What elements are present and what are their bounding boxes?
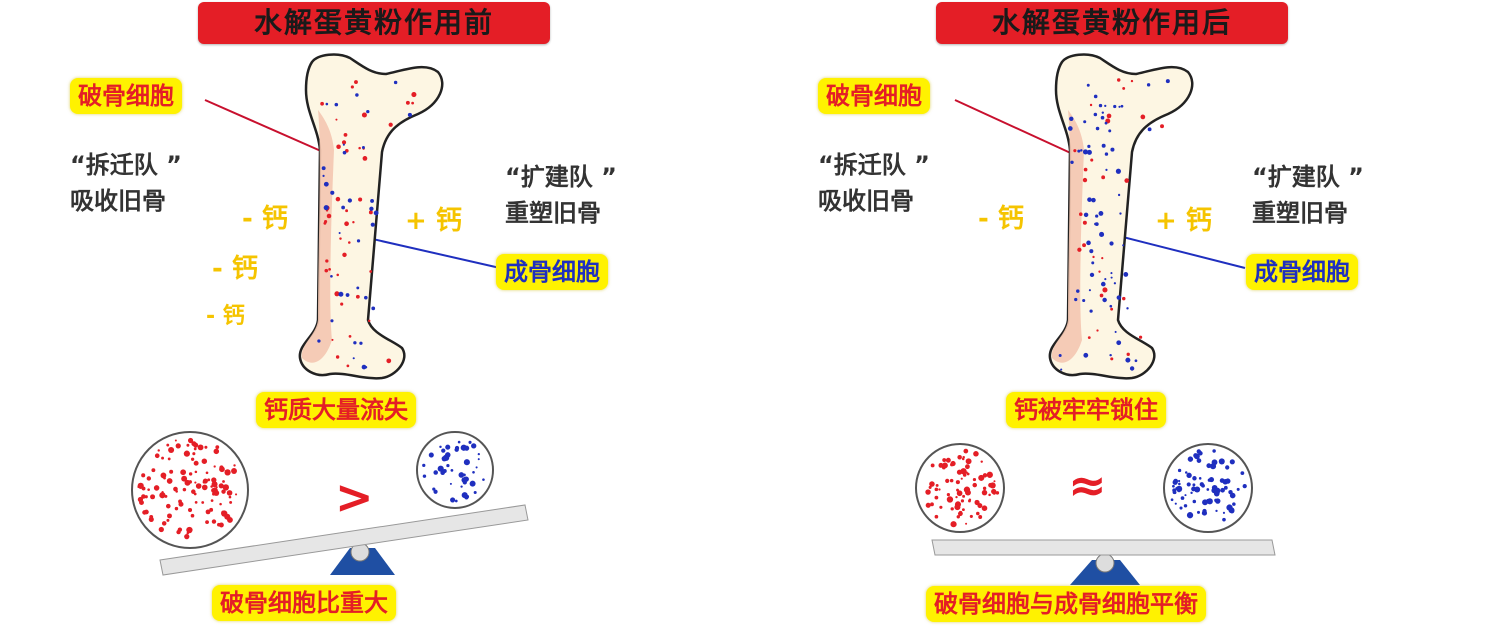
- osteoclast-label: 破骨细胞: [70, 78, 182, 114]
- demolition-quote: “拆迁队 ”: [70, 151, 182, 179]
- osteoclast-circle-icon: [915, 443, 1005, 533]
- osteoclast-dots: [925, 448, 1000, 528]
- osteoblast-label: 成骨细胞: [496, 254, 608, 290]
- panel-title: 水解蛋黄粉作用前: [198, 2, 550, 44]
- result-label: 钙被牢牢锁住: [1006, 392, 1166, 428]
- calcium-plus: + 钙: [405, 206, 462, 236]
- panel-title: 水解蛋黄粉作用后: [936, 2, 1288, 44]
- before-artwork: [131, 53, 529, 576]
- bone-cell-dots: [317, 80, 417, 370]
- osteoblast-leader-line: [1114, 234, 1246, 269]
- comparison-symbol: >: [335, 470, 374, 524]
- osteoblast-leader-line: [354, 234, 501, 269]
- osteoclast-dots: [137, 437, 238, 540]
- panel-after: 水解蛋黄粉作用后 破骨细胞 “拆迁队 ” 吸收旧骨 - 钙 + 钙 “扩建队 ”…: [750, 0, 1500, 638]
- calcium-minus-3: - 钙: [206, 304, 245, 329]
- osteoblast-circle-icon: [416, 431, 494, 509]
- builder-desc: 重塑旧骨: [505, 199, 601, 227]
- calcium-minus-1: - 钙: [978, 204, 1024, 234]
- balance-label: 破骨细胞与成骨细胞平衡: [926, 586, 1206, 622]
- builder-quote: “扩建队 ”: [505, 163, 617, 191]
- demolition-desc: 吸收旧骨: [70, 187, 166, 215]
- demolition-desc: 吸收旧骨: [818, 187, 914, 215]
- osteoblast-label: 成骨细胞: [1246, 254, 1358, 290]
- panel-before: 水解蛋黄粉作用前 破骨细胞 “拆迁队 ” 吸收旧骨 - 钙 - 钙 - 钙 + …: [0, 0, 750, 638]
- osteoblast-dots: [1170, 449, 1247, 522]
- bone-cell-dots: [1058, 78, 1170, 371]
- calcium-minus-1: - 钙: [242, 204, 288, 234]
- result-label: 钙质大量流失: [256, 392, 416, 428]
- osteoclast-circle-icon: [131, 431, 249, 549]
- osteoclast-leader-line: [954, 99, 1076, 156]
- seesaw-icon: [931, 539, 1276, 585]
- osteoclast-leader-line: [204, 99, 331, 156]
- demolition-quote: “拆迁队 ”: [818, 151, 930, 179]
- seesaw-icon: [159, 504, 529, 576]
- after-artwork: [915, 53, 1276, 585]
- osteoclast-label: 破骨细胞: [818, 78, 930, 114]
- balance-label: 破骨细胞比重大: [212, 585, 396, 621]
- builder-quote: “扩建队 ”: [1252, 163, 1364, 191]
- calcium-plus: + 钙: [1155, 206, 1212, 236]
- osteoblast-dots: [422, 440, 485, 503]
- comparison-symbol: ≈: [1068, 458, 1107, 512]
- calcium-minus-2: - 钙: [212, 254, 258, 284]
- builder-desc: 重塑旧骨: [1252, 199, 1348, 227]
- bone-icon: [298, 53, 444, 380]
